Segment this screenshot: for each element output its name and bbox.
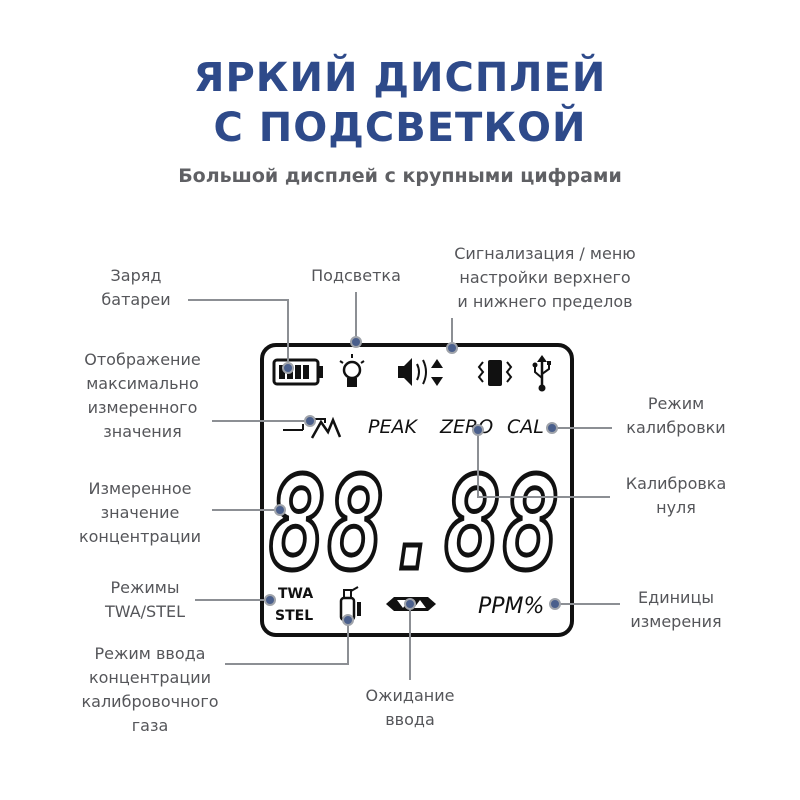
dot-measured: [274, 504, 286, 516]
leader-gas: [225, 620, 349, 665]
dot-battery: [282, 362, 294, 374]
speaker-icon: [398, 358, 443, 386]
callout-twa: Режимы TWA/STEL: [104, 578, 185, 621]
lcd-cal-label: CAL: [507, 416, 544, 438]
callout-dots: [264, 336, 561, 626]
lcd-digits: 88.88: [268, 450, 560, 599]
page-title-line2: С ПОДСВЕТКОЙ: [213, 105, 587, 151]
leader-zero: [477, 430, 610, 498]
callout-units: Единицы измерения: [630, 588, 722, 631]
leader-lines: [188, 292, 620, 680]
leader-battery: [188, 299, 289, 368]
lcd-twa-label: TWA: [278, 586, 313, 602]
peak-max-icon: [283, 416, 342, 439]
dot-peak: [304, 415, 316, 427]
callout-backlight: Подсветка: [311, 266, 401, 285]
bulb-icon: [339, 354, 365, 387]
callout-calibration: Режим калибровки: [626, 394, 726, 437]
dot-calibration: [546, 422, 558, 434]
callout-gas: Режим ввода концентрации калибровочного …: [81, 644, 219, 735]
dot-alarm: [446, 342, 458, 354]
dot-twa: [264, 594, 276, 606]
lcd-frame: [260, 343, 574, 637]
lcd-peak-label: PEAK: [368, 416, 418, 438]
usb-icon: [532, 355, 551, 392]
lcd-ppm-label: PPM%: [478, 594, 544, 619]
callout-measured: Измеренное значение концентрации: [78, 479, 202, 546]
dot-units: [549, 598, 561, 610]
dot-backlight: [350, 336, 362, 348]
lcd-zero-label: ZERO: [439, 416, 493, 438]
page-title-line1: ЯРКИЙ ДИСПЛЕЙ: [193, 55, 607, 101]
callout-alarm: Сигнализация / меню настройки верхнего и…: [454, 244, 636, 311]
callout-battery: Заряд батареи: [101, 266, 171, 309]
callout-peak: Отображение максимально измеренного знач…: [84, 350, 201, 441]
callout-zero: Калибровка нуля: [625, 474, 727, 517]
vibration-icon: [477, 360, 513, 386]
callout-wait: Ожидание ввода: [365, 686, 455, 729]
dot-zero: [472, 424, 484, 436]
dot-gas: [342, 614, 354, 626]
page-subtitle: Большой дисплей с крупными цифрами: [178, 165, 622, 187]
lcd-stel-label: STEL: [275, 608, 313, 624]
dot-wait: [404, 598, 416, 610]
